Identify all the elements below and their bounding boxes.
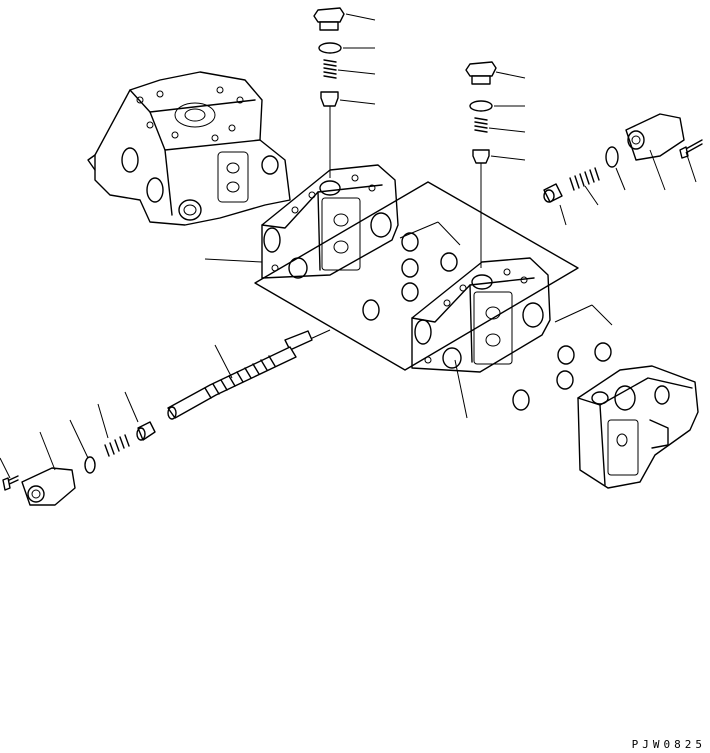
relief-plug-stack-a [313,7,345,178]
gasket-rings-lower [512,342,612,411]
section-valve-a [261,164,399,279]
end-cover-block [577,365,699,489]
relief-plug-stack-b [465,61,497,268]
spool-end-parts [2,421,156,506]
spool-assembly [167,329,331,420]
leader-lines [0,13,697,479]
main-valve-body [87,71,291,226]
gasket-plate-upper [254,181,579,371]
section-valve-b [411,257,551,373]
drawing-code-label: PJW0825 [631,738,706,751]
spool-end-parts-right [543,113,703,203]
